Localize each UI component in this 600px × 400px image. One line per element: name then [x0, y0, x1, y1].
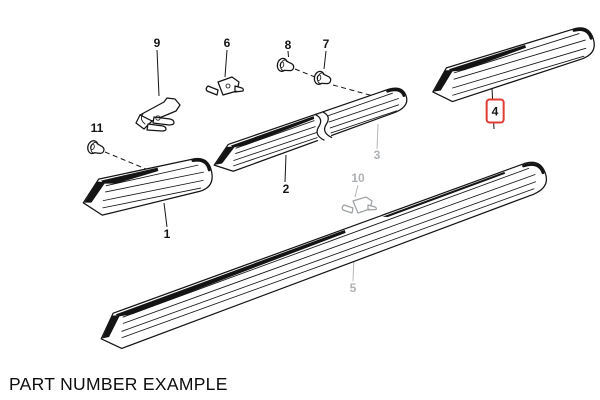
dashed-line-7-to-strip3: [332, 84, 389, 101]
trim-strip-1-art: [82, 157, 213, 216]
part-label-6[interactable]: 6: [223, 36, 231, 50]
dashed-line-11-to-strip1: [104, 151, 147, 170]
part-label-1[interactable]: 1: [163, 227, 171, 241]
part-label-3[interactable]: 3: [373, 148, 381, 162]
diagram-caption: PART NUMBER EXAMPLE: [9, 374, 228, 394]
clip-10-art: [341, 196, 377, 214]
part-label-11[interactable]: 11: [90, 121, 104, 135]
clip-9-art: [135, 97, 181, 132]
trim-strip-2-3-art: [213, 87, 408, 172]
trim-strip-4-art: [432, 27, 595, 103]
strip-2-3-seam: [313, 111, 333, 142]
part-label-2[interactable]: 2: [282, 182, 290, 196]
grommet-8-art: [276, 57, 295, 72]
clip-6-art: [205, 76, 244, 96]
grommet-11-art: [87, 140, 105, 155]
part-label-5[interactable]: 5: [349, 281, 357, 295]
part-label-4: 4: [491, 104, 499, 119]
part-label-10[interactable]: 10: [351, 171, 365, 185]
part-4-highlight-box[interactable]: 4: [485, 98, 505, 124]
trim-strip-5-art: [100, 161, 548, 350]
part-label-9[interactable]: 9: [153, 36, 161, 50]
part-label-8[interactable]: 8: [284, 38, 292, 52]
part-label-7[interactable]: 7: [322, 37, 330, 51]
grommet-7-art: [313, 70, 332, 85]
dashed-line-8-to-7: [294, 68, 316, 78]
